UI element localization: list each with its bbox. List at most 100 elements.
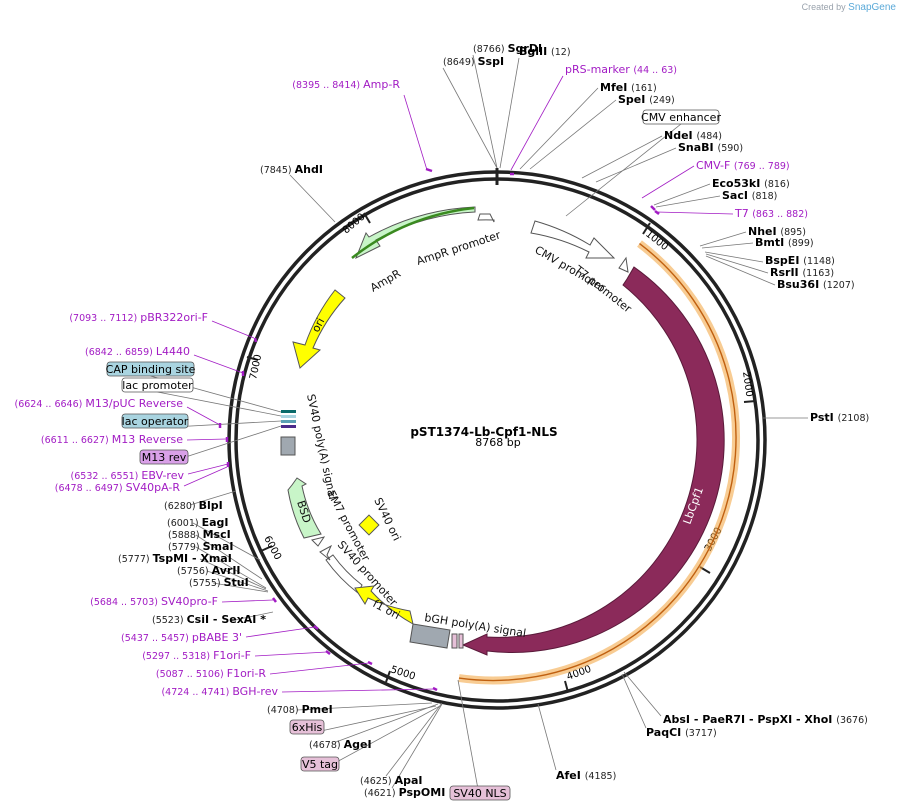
enzyme-position: (4708)	[267, 705, 302, 716]
primer-name: pRS-marker	[565, 63, 633, 76]
enzyme-leader-apai	[385, 702, 443, 777]
bsd-arrow	[287, 477, 322, 539]
feature-box-label: SV40 NLS	[453, 787, 506, 800]
enzyme-leader-sspi	[442, 67, 498, 169]
primer-range: (6611 .. 6627)	[41, 435, 112, 446]
enzyme-leader-ahdi	[289, 174, 336, 223]
primer-range: (7093 .. 7112)	[69, 313, 140, 324]
leader-lines	[150, 54, 808, 801]
sv40-ori-box	[358, 514, 380, 536]
enzyme-position: (8649)	[443, 57, 478, 68]
primer-range: (6842 .. 6859)	[85, 347, 156, 358]
primer-range: (6624 .. 6646)	[15, 399, 86, 410]
primer-range: (5087 .. 5106)	[156, 669, 227, 680]
primer-pbabe-3: (5437 .. 5457) pBABE 3'	[121, 631, 242, 644]
primer-name: SV40pA-R	[126, 481, 181, 494]
enzyme-spei: SpeI (249)	[618, 93, 675, 106]
enzyme-position: (484)	[696, 131, 722, 142]
primer-m13-puc-reverse: (6624 .. 6646) M13/pUC Reverse	[15, 397, 184, 410]
primer-t7: T7 (863 .. 882)	[734, 207, 808, 220]
enzyme-name: PspOMI	[399, 786, 446, 799]
primer-range: (6532 .. 6551)	[71, 471, 142, 482]
enzyme-name: StuI	[224, 576, 249, 589]
enzyme-bmti: BmtI (899)	[755, 236, 814, 249]
enzyme-position: (4678)	[309, 740, 344, 751]
primer-name: CMV-F	[696, 159, 734, 172]
credit-prefix: Created by	[801, 2, 846, 12]
feature-box-lac-operator: lac operator	[121, 413, 189, 429]
primer-m13-reverse: (6611 .. 6627) M13 Reverse	[41, 433, 183, 446]
enzyme-sgrdi: (8766) SgrDI	[473, 42, 542, 55]
enzyme-agei: (4678) AgeI	[309, 738, 372, 751]
primer-range: (863 .. 882)	[752, 209, 808, 220]
enzyme-position: (249)	[649, 95, 675, 106]
enzyme-name: AbsI - PaeR7I - PspXI - XhoI	[663, 713, 836, 726]
em7-promoter-arrow	[311, 536, 326, 547]
ori-arrow	[292, 289, 346, 369]
enzyme-saci: SacI (818)	[722, 189, 777, 202]
enzyme-mfei: MfeI (161)	[600, 81, 657, 94]
enzyme-position: (3717)	[685, 728, 717, 739]
enzyme-name: NheI	[748, 225, 780, 238]
tick-marks	[246, 212, 757, 693]
enzyme-position: (5756)	[177, 566, 212, 577]
enzyme-name: AgeI	[344, 738, 372, 751]
feature-box-label: lac operator	[122, 415, 189, 428]
enzyme-leader-agei	[335, 703, 439, 743]
enzyme-position: (161)	[631, 83, 657, 94]
enzyme-bglii: BglII (12)	[519, 45, 571, 58]
enzyme-leader-pspomi	[391, 703, 443, 789]
enzyme-position: (1207)	[823, 280, 855, 291]
enzyme-psti: PstI (2108)	[810, 411, 869, 424]
primer-name: F1ori-R	[227, 667, 267, 680]
bgh-polya-box	[409, 623, 451, 649]
ampr-promoter-arrow	[477, 213, 495, 223]
enzyme-position: (899)	[788, 238, 814, 249]
enzyme-eco53ki: Eco53kI (816)	[712, 177, 790, 190]
enzyme-position: (4621)	[364, 788, 399, 799]
feature-box-6xhis: 6xHis	[289, 719, 325, 735]
enzyme-blpi: (6280) BlpI	[164, 499, 223, 512]
enzyme-leader-nhei	[699, 231, 747, 247]
enzyme-name: SnaBI	[678, 141, 717, 154]
enzyme-position: (5523)	[152, 615, 187, 626]
feature-box-label: 6xHis	[292, 721, 323, 734]
enzyme-position: (1163)	[802, 268, 834, 279]
feature-box-label: CMV enhancer	[641, 111, 721, 124]
enzyme-leader-absi-paer7i-pspxi-xhoi	[623, 671, 662, 717]
enzyme-name: PmeI	[302, 703, 333, 716]
enzyme-leader-blpi	[189, 490, 237, 506]
enzyme-name: CsiI - SexAI *	[187, 613, 267, 626]
feature-box-v5-tag: V5 tag	[300, 756, 340, 772]
enzyme-position: (8766)	[473, 44, 508, 55]
feature-box-label: CAP binding site	[106, 363, 196, 376]
enzyme-leader-snabi	[595, 147, 677, 183]
enzyme-position: (818)	[752, 191, 778, 202]
primer-leader-m13-puc-reverse	[186, 406, 221, 426]
feature-box-cap-binding-site: CAP binding site	[106, 361, 196, 377]
primer-f1ori-f: (5297 .. 5318) F1ori-F	[142, 649, 251, 662]
his-tag-marker	[458, 633, 464, 649]
lbcpf1-arrow	[461, 266, 725, 656]
enzyme-name: MscI	[203, 528, 231, 541]
enzyme-afei: AfeI (4185)	[556, 769, 616, 782]
enzyme-ahdi: (7845) AhdI	[260, 163, 323, 176]
tick-2000: 2000	[740, 371, 754, 398]
enzyme-position: (590)	[717, 143, 743, 154]
enzyme-position: (5777)	[118, 554, 153, 565]
primer-leader-l4440	[193, 354, 244, 374]
ampr-inner-highlight	[351, 206, 475, 259]
primer-name: pBR322ori-F	[140, 311, 208, 324]
t7-promoter-arrow	[618, 256, 629, 273]
primer-marks	[218, 167, 660, 692]
enzyme-apai: (4625) ApaI	[360, 774, 423, 787]
cmv-promoter-arrow	[530, 220, 616, 259]
enzyme-name: Bsu36I	[777, 278, 823, 291]
lbcpf1-highlight-line	[458, 243, 737, 682]
enzyme-bsu36i: Bsu36I (1207)	[777, 278, 855, 291]
enzyme-name: NdeI	[664, 129, 696, 142]
tick-7000: 7000	[248, 353, 264, 380]
enzyme-leader-msci	[195, 534, 263, 580]
primer-range: (5437 .. 5457)	[121, 633, 192, 644]
